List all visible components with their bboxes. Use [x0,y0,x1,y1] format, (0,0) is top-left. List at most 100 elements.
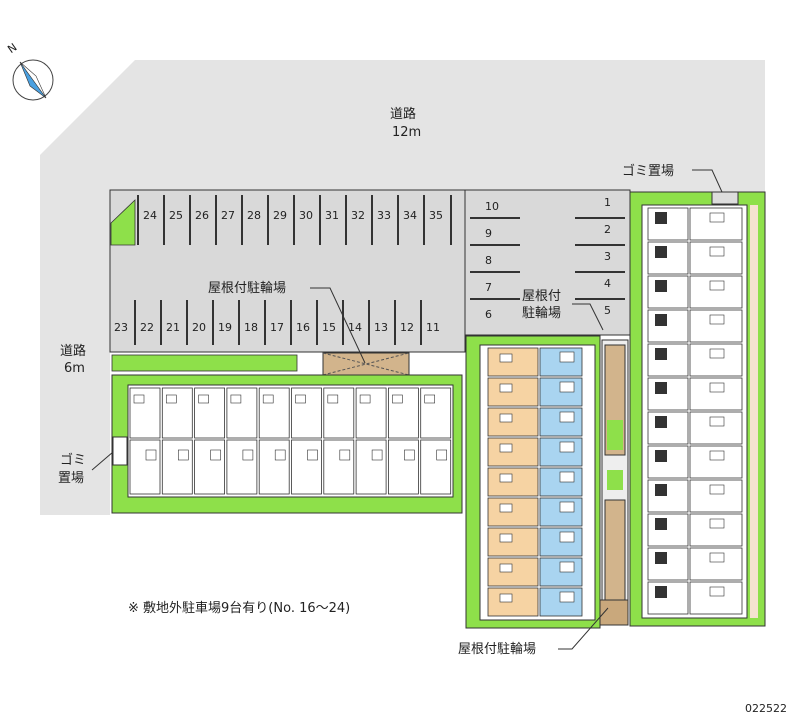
apartment-unit [129,439,161,495]
parking-lot-left [109,189,466,353]
garbage-left-label-1: ゴミ [60,452,86,468]
apartment-unit [194,439,226,495]
apartment-unit [323,439,355,495]
apartment-unit [689,241,743,275]
apartment-unit [420,439,452,495]
parking-space-number: 17 [270,321,284,334]
apartment-unit [647,343,689,377]
apartment-unit [647,445,689,479]
apartment-unit [647,581,689,615]
green-strip [111,354,298,372]
parking-space-number: 6 [485,308,492,321]
parking-space-number: 19 [218,321,232,334]
apartment-unit [689,411,743,445]
apartment-unit [647,309,689,343]
parking-space-number: 16 [296,321,310,334]
bike-right-label-2: 駐輪場 [522,305,561,321]
apartment-unit [161,387,193,439]
road-left-name: 道路 [60,343,86,359]
apartment-unit [226,387,258,439]
parking-space-number: 2 [604,223,611,236]
parking-space-number: 31 [325,209,339,222]
parking-space-number: 8 [485,254,492,267]
parking-space-number: 26 [195,209,209,222]
apartment-unit [487,347,539,377]
apartment-unit [689,547,743,581]
road-top-width: 12m [392,125,421,140]
parking-space-number: 25 [169,209,183,222]
apartment-unit [647,547,689,581]
garbage-left-label-2: 置場 [58,471,84,486]
garbage-top-label: ゴミ置場 [622,163,674,179]
compass-north-label: N [5,41,19,56]
bike-center-label: 屋根付駐輪場 [208,280,286,296]
apartment-unit [258,439,290,495]
parking-space-number: 28 [247,209,261,222]
parking-space-number: 32 [351,209,365,222]
parking-space-number: 20 [192,321,206,334]
apartment-unit [689,275,743,309]
parking-space-number: 3 [604,250,611,263]
apartment-unit [647,377,689,411]
apartment-unit [291,439,322,495]
apartment-unit [355,387,387,439]
apartment-unit [487,557,539,587]
parking-space-number: 23 [114,321,128,334]
parking-space-number: 34 [403,209,417,222]
apartment-unit [689,343,743,377]
apartment-unit [487,437,539,467]
apartment-unit [689,513,743,547]
parking-space-number: 24 [143,209,157,222]
parking-space-number: 1 [604,196,611,209]
apartment-unit [258,387,290,439]
parking-space-number: 15 [322,321,336,334]
drawing-code: 022522 [745,702,787,715]
apartment-unit [689,377,743,411]
parking-space-number: 21 [166,321,180,334]
parking-space-number: 4 [604,277,611,290]
apartment-unit [487,467,539,497]
apartment-unit [323,387,355,439]
parking-space-number: 10 [485,200,499,213]
apartment-unit [647,275,689,309]
parking-space-number: 12 [400,321,414,334]
apartment-unit [689,445,743,479]
apartment-unit [647,241,689,275]
parking-lot-right [464,189,631,336]
apartment-unit [487,407,539,437]
apartment-unit [194,387,226,439]
apartment-unit [647,207,689,241]
green-corner [110,199,136,246]
apartment-unit [487,587,539,617]
parking-space-number: 13 [374,321,388,334]
parking-space-number: 35 [429,209,443,222]
apartment-unit [689,581,743,615]
apartment-unit [647,513,689,547]
parking-space-number: 27 [221,209,235,222]
apartment-unit [689,207,743,241]
garbage-top [711,191,739,205]
parking-space-number: 11 [426,321,440,334]
parking-space-number: 18 [244,321,258,334]
parking-space-number: 33 [377,209,391,222]
apartment-unit [161,439,193,495]
parking-space-number: 14 [348,321,362,334]
parking-space-number: 30 [299,209,313,222]
apartment-unit [647,479,689,513]
apartment-unit [355,439,387,495]
apartment-unit [420,387,452,439]
apartment-unit [689,309,743,343]
compass-icon: N [5,41,54,101]
road-left-width: 6m [64,361,85,376]
apartment-unit [226,439,258,495]
road-top-name: 道路 [390,106,416,122]
parking-space-number: 7 [485,281,492,294]
parking-space-number: 29 [273,209,287,222]
parking-space-number: 5 [604,304,611,317]
parking-space-number: 9 [485,227,492,240]
garbage-left [112,436,128,466]
apartment-unit [689,479,743,513]
apartment-unit [487,497,539,527]
